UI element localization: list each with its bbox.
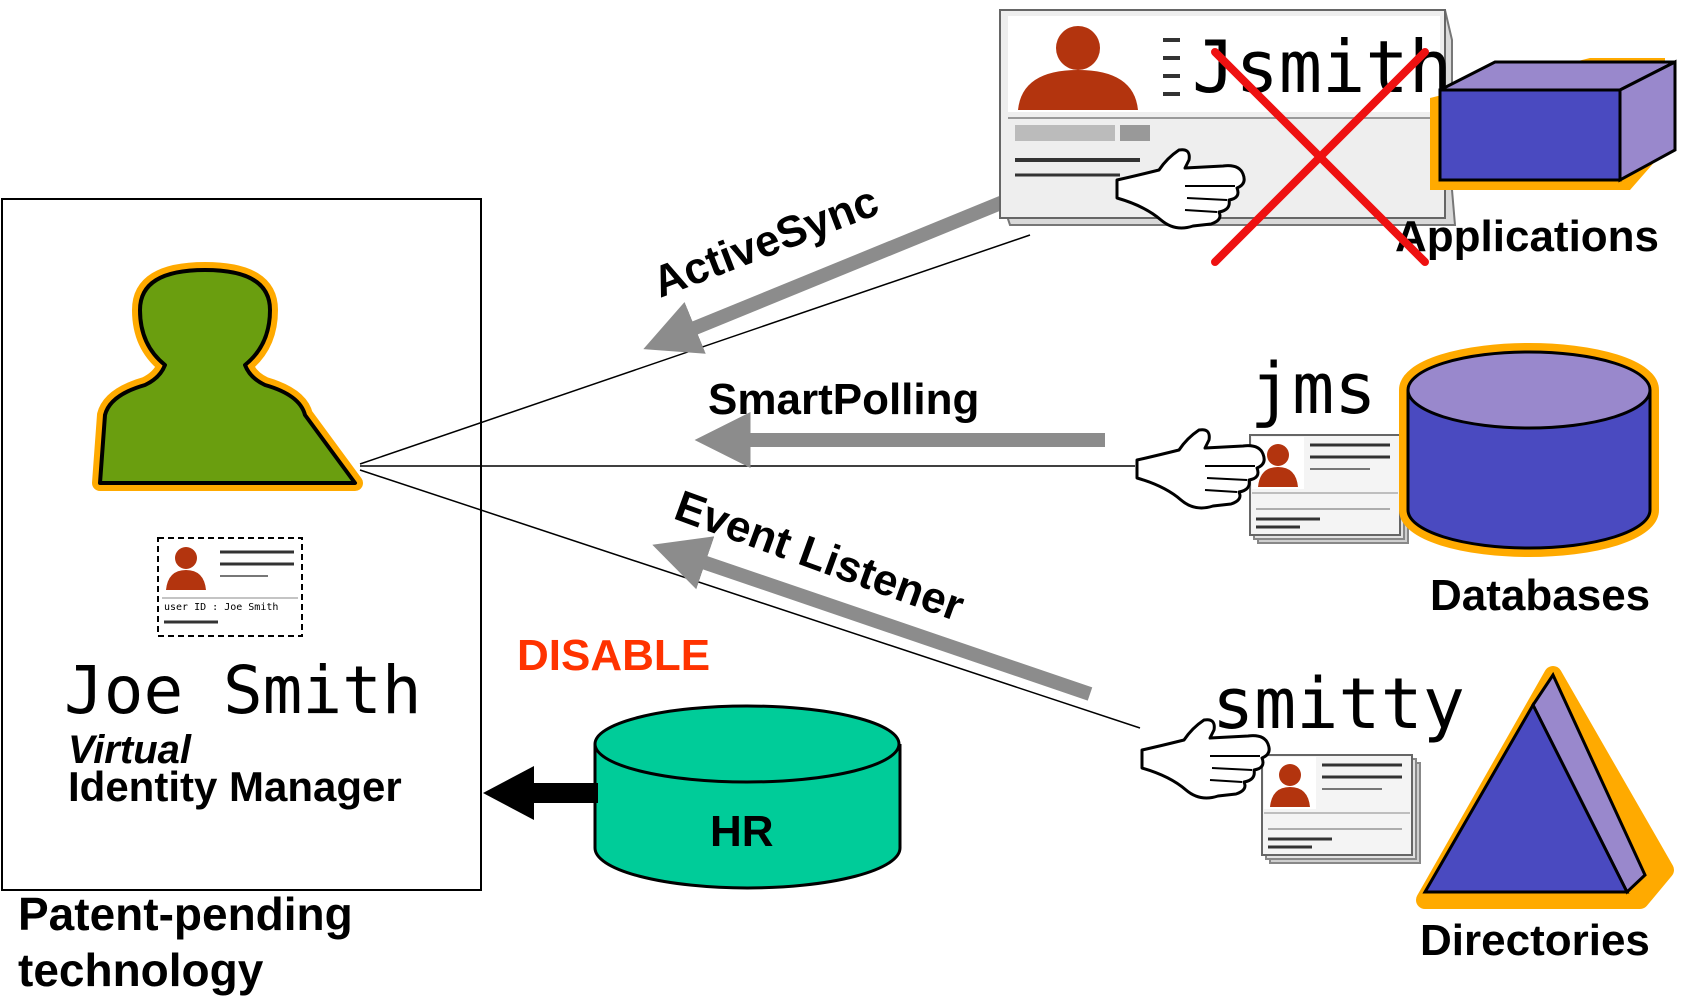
databases-badge [1248, 433, 1410, 545]
hr-label: HR [710, 807, 774, 856]
sync-arrows [643, 193, 1105, 701]
databases-label: Databases [1430, 571, 1650, 620]
footnote-line1: Patent-pending [18, 888, 353, 940]
directories-account-name: smitty [1212, 663, 1465, 745]
directories-icon [1416, 666, 1674, 909]
databases-account-name: jms [1250, 348, 1376, 430]
databases-hand-icon [1135, 428, 1266, 510]
activesync-arrow [643, 193, 1011, 354]
smartpolling-label: SmartPolling [708, 375, 979, 424]
product-line-identity-manager: Identity Manager [68, 763, 402, 810]
hr-database-icon [593, 704, 902, 890]
identity-name: Joe Smith [64, 652, 422, 729]
applications-label: Applications [1395, 212, 1659, 261]
person-icon [92, 262, 363, 491]
activesync-label: ActiveSync [646, 177, 885, 308]
identity-badge: user ID : Joe Smith [157, 537, 303, 637]
directories-label: Directories [1420, 916, 1650, 965]
footnote-line2: technology [18, 944, 264, 996]
applications-icon [1430, 58, 1677, 190]
product-line-virtual: Virtual [68, 728, 192, 772]
badge-user-id: user ID : Joe Smith [164, 602, 278, 613]
hr-to-identity-arrow [483, 766, 598, 820]
databases-icon [1399, 343, 1659, 557]
event-listener-arrow [652, 536, 1093, 701]
disabled-cross-icon [1211, 48, 1429, 266]
directories-badge [1260, 753, 1422, 865]
disable-label: DISABLE [517, 631, 710, 680]
